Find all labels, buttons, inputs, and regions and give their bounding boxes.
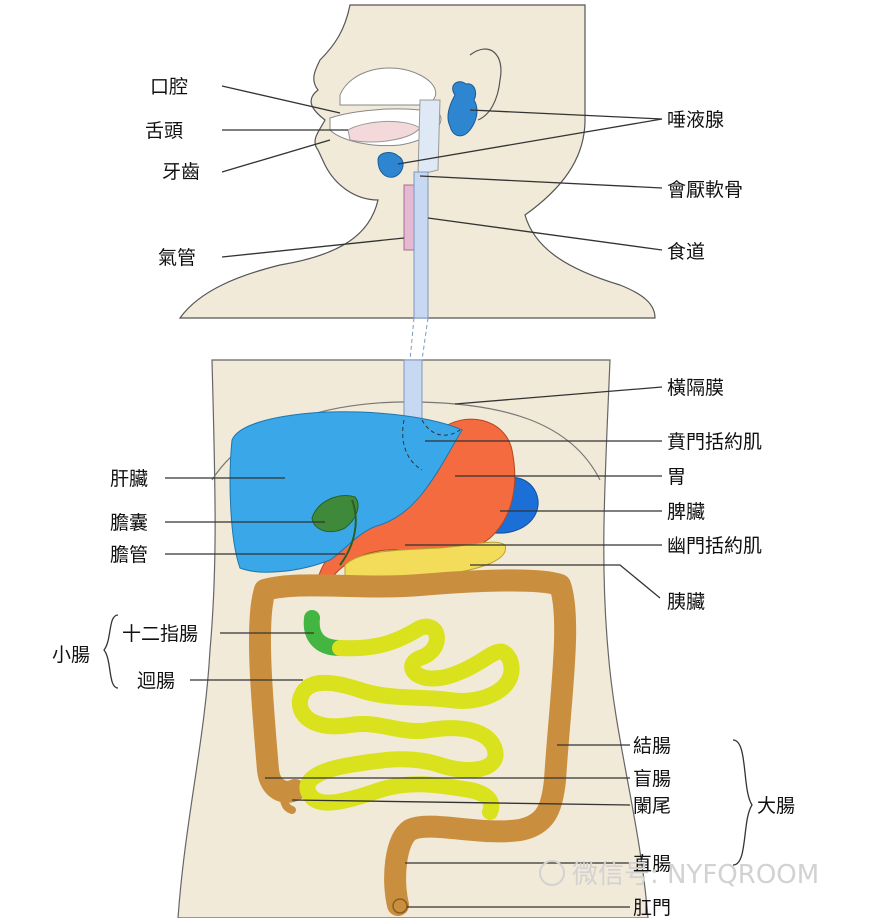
- label-spleen: 脾臟: [667, 501, 705, 523]
- label-teeth: 牙齒: [162, 161, 200, 183]
- brace-large-intestine: [732, 739, 753, 866]
- bile-duct-line: [339, 499, 357, 566]
- pharynx: [417, 99, 441, 176]
- label-pancreas: 胰臟: [667, 591, 705, 613]
- ear: [469, 48, 502, 121]
- label-appendix: 闌尾: [633, 795, 671, 817]
- leader-mouth: [221, 85, 341, 114]
- salivary-gland-parotid: [447, 81, 478, 137]
- label-diaphragm: 橫隔膜: [667, 377, 724, 399]
- label-stomach: 胃: [667, 466, 686, 488]
- leader-teeth: [221, 139, 331, 173]
- label-cecum: 盲腸: [633, 768, 671, 790]
- label-gallbladder: 膽囊: [110, 512, 148, 534]
- label-anus: 肛門: [633, 897, 671, 918]
- brace-small-intestine: [103, 614, 119, 689]
- appendix-shape: [279, 786, 296, 814]
- leader-diaphragm: [454, 386, 663, 405]
- label-rectum: 直腸: [633, 853, 671, 875]
- label-duodenum: 十二指腸: [122, 623, 198, 645]
- label-pyloric-sphincter: 幽門括約肌: [667, 535, 762, 557]
- label-colon: 結腸: [633, 735, 671, 757]
- leader-pancreas: [470, 564, 661, 599]
- label-salivary: 唾液腺: [667, 109, 724, 131]
- leader-appendix: [291, 799, 631, 806]
- label-mouth: 口腔: [150, 76, 188, 98]
- leader-salivary-1: [469, 109, 663, 120]
- label-esophagus: 食道: [667, 241, 705, 263]
- label-tongue: 舌頭: [145, 120, 183, 142]
- wechat-watermark: 微信号: NYFQROOM: [539, 860, 819, 890]
- salivary-gland-sublingual: [377, 152, 404, 178]
- wechat-icon: [539, 860, 565, 886]
- label-cardiac-sphincter: 賁門括約肌: [667, 431, 762, 453]
- esophagus-lower: [403, 359, 423, 421]
- leader-epiglottis: [419, 175, 663, 189]
- leader-trachea: [221, 237, 405, 258]
- esophagus-upper: [413, 171, 429, 319]
- small-intestine-ileum: [291, 618, 520, 820]
- leader-salivary-2: [397, 118, 663, 165]
- label-liver: 肝臟: [110, 468, 148, 490]
- esophagus-connector-left: [409, 317, 415, 361]
- watermark-text: 微信号: NYFQROOM: [572, 860, 819, 890]
- anus-opening: [392, 898, 408, 914]
- esophagus-connector-right: [421, 317, 429, 361]
- label-ileum: 迴腸: [137, 670, 175, 692]
- leader-esophagus: [427, 217, 663, 251]
- cardiac-dashed: [402, 419, 461, 471]
- label-bile-duct: 膽管: [110, 544, 148, 566]
- large-intestine-colon: [254, 569, 577, 916]
- label-epiglottis: 會厭軟骨: [667, 179, 743, 201]
- label-trachea: 氣管: [158, 247, 196, 269]
- label-large-intestine: 大腸: [757, 795, 795, 817]
- liver-shape: [229, 411, 463, 573]
- trachea-tube: [403, 184, 415, 251]
- label-small-intestine: 小腸: [52, 644, 90, 666]
